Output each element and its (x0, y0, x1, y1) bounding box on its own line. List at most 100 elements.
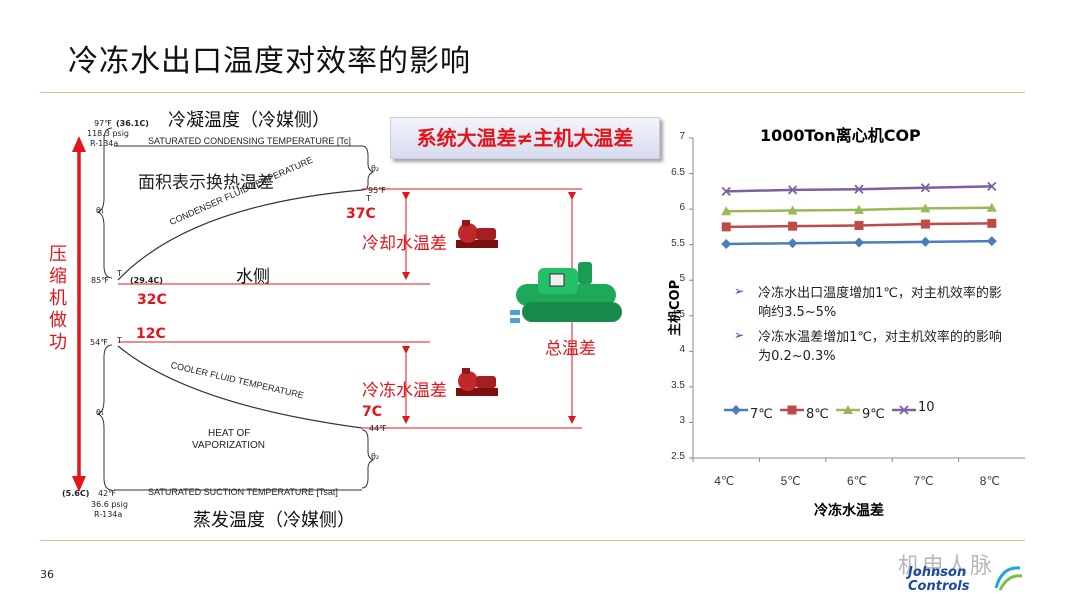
label-36psig: 36.6 psig (91, 500, 128, 509)
vaporization-label: VAPORIZATION (192, 440, 265, 451)
y-tick-label: 2.5 (671, 451, 685, 462)
data-point-0-4 (986, 236, 997, 247)
data-point-2-0 (721, 206, 732, 216)
condensing-heading: 冷凝温度（冷媒侧） (168, 110, 330, 131)
cooler-fluid-curve (117, 345, 363, 429)
legend-label: 7℃ (750, 407, 773, 422)
y-tick-label: 6.5 (671, 166, 685, 178)
system-dt-banner: 系统大温差≠主机大温差 (390, 117, 660, 159)
data-point-1-3 (920, 219, 930, 229)
slide-title: 冷冻水出口温度对效率的影响 (68, 44, 471, 79)
t-mark-85: T (117, 269, 122, 278)
legend-label: 10 (918, 400, 935, 415)
compressor-work-label: 压缩机做功 (47, 244, 69, 354)
data-point-0-2 (854, 237, 864, 248)
chart-xlabel: 冷冻水温差 (814, 503, 884, 519)
evaporating-heading: 蒸发温度（冷媒侧） (193, 510, 355, 531)
data-point-3-2 (854, 184, 864, 194)
x-tick-label: 6℃ (847, 474, 868, 488)
data-point-2-2 (854, 204, 864, 214)
compressor-work-char: 做 (49, 310, 67, 331)
theta2-top-label: θ₂ (371, 164, 380, 173)
data-point-0-0 (721, 238, 732, 249)
chart-axes (689, 137, 1025, 462)
chart-ylabel: 主机COP (668, 279, 683, 336)
temp-7c: 7C (362, 404, 383, 420)
compressor-work-char: 机 (49, 288, 67, 309)
data-point-2-4 (986, 202, 997, 212)
x-tick-label: 7℃ (913, 474, 934, 488)
data-point-2-3 (920, 203, 931, 213)
note-bullet-icon: ➢ (734, 328, 745, 342)
temp-12c: 12C (136, 326, 166, 342)
y-tick-label: 4.5 (671, 308, 685, 320)
data-point-3-4 (987, 181, 997, 191)
sat-cond-label: SATURATED CONDENSING TEMPERATURE [Tc] (148, 136, 351, 146)
data-point-1-4 (987, 218, 997, 228)
top-divider (40, 92, 1025, 93)
bottom-divider (40, 540, 1025, 541)
label-42f: 42℉ (98, 489, 116, 498)
x-tick-label: 4℃ (714, 474, 735, 488)
compressor-work-char: 缩 (49, 266, 67, 287)
y-tick-label: 5.5 (671, 237, 685, 249)
brand-line-2: Controls (908, 579, 970, 594)
label-r134a-top: R-134a (90, 139, 119, 148)
label-36c: (36.1C) (116, 119, 149, 128)
cooling-water-dt-label: 冷却水温差 (362, 234, 447, 254)
y-tick-label: 4 (679, 344, 685, 356)
condenser-fluid-curve (117, 189, 363, 281)
data-point-3-3 (920, 183, 931, 193)
theta1-brace-top (96, 127, 113, 279)
t-mark-95: T (366, 194, 371, 203)
data-point-0-1 (787, 238, 798, 249)
legend-marker-1 (787, 405, 797, 415)
legend-label: 8℃ (806, 407, 829, 422)
label-95f: 95℉ (368, 186, 386, 195)
chart-title: 1000Ton离心机COP (760, 126, 921, 145)
theta1-top-label: θ₁ (96, 206, 105, 215)
y-tick-label: 5 (679, 273, 685, 285)
compressor-arrow-head-bottom (72, 476, 86, 492)
legend-marker-2 (843, 405, 853, 414)
label-44f: 44℉ (369, 424, 387, 433)
theta1-brace-bottom (96, 344, 113, 491)
data-point-3-0 (721, 186, 731, 196)
water-side-label: 水侧 (236, 267, 270, 287)
compressor-work-char: 压 (49, 244, 67, 265)
note-text-2: 冷冻水温差增加1℃，对主机效率的的影响为0.2~0.3% (758, 330, 1002, 364)
chart-series-group (721, 181, 997, 415)
y-tick-label: 3 (679, 415, 685, 427)
label-97f: 97℉ (94, 119, 112, 128)
data-point-1-0 (721, 222, 731, 232)
t-mark-54: T (117, 336, 122, 345)
theta2-brace-top (361, 145, 375, 191)
data-point-2-1 (787, 205, 798, 215)
y-tick-label: 6 (679, 202, 685, 214)
y-tick-label: 3.5 (671, 379, 685, 391)
x-tick-label: 5℃ (780, 474, 801, 488)
y-tick-label: 7 (679, 131, 685, 142)
chilled-water-dt-label: 冷冻水温差 (362, 381, 447, 401)
note-bullet-icon: ➢ (734, 284, 745, 298)
chiller-icon (510, 262, 622, 323)
brand-logo: Johnson Controls (908, 566, 969, 594)
chart-notes: ➢ 冷冻水出口温度增加1℃，对主机效率的影响约3.5~5% ➢ 冷冻水温差增加1… (734, 284, 1004, 366)
temp-32c: 32C (137, 292, 167, 308)
label-r134a-bottom: R-134a (94, 510, 123, 519)
label-29c: (29.4C) (130, 276, 163, 285)
theta2-brace-bottom (361, 429, 375, 489)
watermark: 机电人脉 (898, 554, 995, 579)
data-point-1-2 (854, 220, 864, 230)
label-54f: 54℉ (90, 338, 108, 347)
brand-swirl-icon (994, 566, 1023, 591)
note-text-1: 冷冻水出口温度增加1℃，对主机效率的影响约3.5~5% (758, 286, 1002, 320)
theta1-bottom-label: θ₁ (96, 408, 105, 417)
label-85f: 85℉ (91, 276, 109, 285)
note-item: ➢ 冷冻水温差增加1℃，对主机效率的的影响为0.2~0.3% (734, 328, 1004, 366)
brand-line-1: Johnson (908, 565, 967, 580)
sat-suction-label: SATURATED SUCTION TEMPERATURE [Tsat] (148, 487, 338, 497)
legend-label: 9℃ (862, 407, 885, 422)
area-note: 面积表示换热温差 (138, 173, 274, 193)
